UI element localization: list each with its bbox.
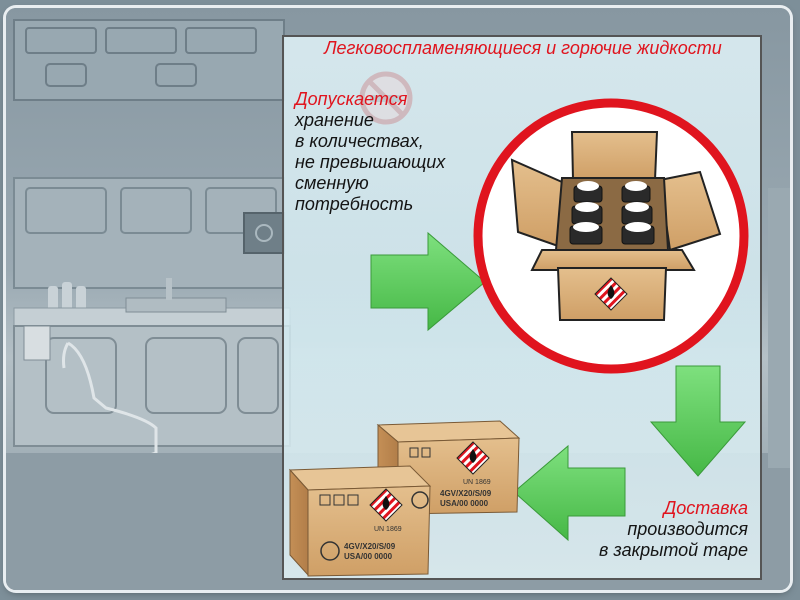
arrow-down-icon [649, 365, 747, 477]
allowed-line: сменную [295, 173, 369, 193]
allowed-heading: Допускается [295, 89, 408, 109]
front-box-country-code: USA/00 0000 [344, 552, 393, 561]
front-box-un-code: UN 1869 [374, 526, 402, 533]
delivery-text: производится в закрытой таре [540, 519, 748, 561]
allowed-line: хранение [295, 110, 374, 130]
open-box-illustration [473, 98, 749, 374]
slide-title: Легковоспламеняющиеся и горючие жидкости [324, 38, 722, 58]
back-box-spec-code: 4GV/X20/S/09 [440, 489, 492, 498]
allowed-line: не превышающих [295, 152, 446, 172]
arrow-right-icon [370, 231, 486, 332]
arrow-left-icon [513, 444, 626, 542]
back-box-un-code: UN 1869 [463, 479, 491, 486]
front-box-spec-code: 4GV/X20/S/09 [344, 542, 396, 551]
delivery-line: производится [627, 519, 748, 539]
allowed-line: потребность [295, 194, 414, 214]
delivery-line: в закрытой таре [599, 540, 748, 560]
no-smoking-icon [359, 71, 413, 125]
delivery-heading: Доставка [663, 498, 748, 518]
closed-box-front [288, 465, 432, 577]
allowed-line: в количествах, [295, 131, 424, 151]
allowed-text: хранение в количествах, не превышающих с… [295, 110, 485, 215]
back-box-country-code: USA/00 0000 [440, 499, 489, 508]
